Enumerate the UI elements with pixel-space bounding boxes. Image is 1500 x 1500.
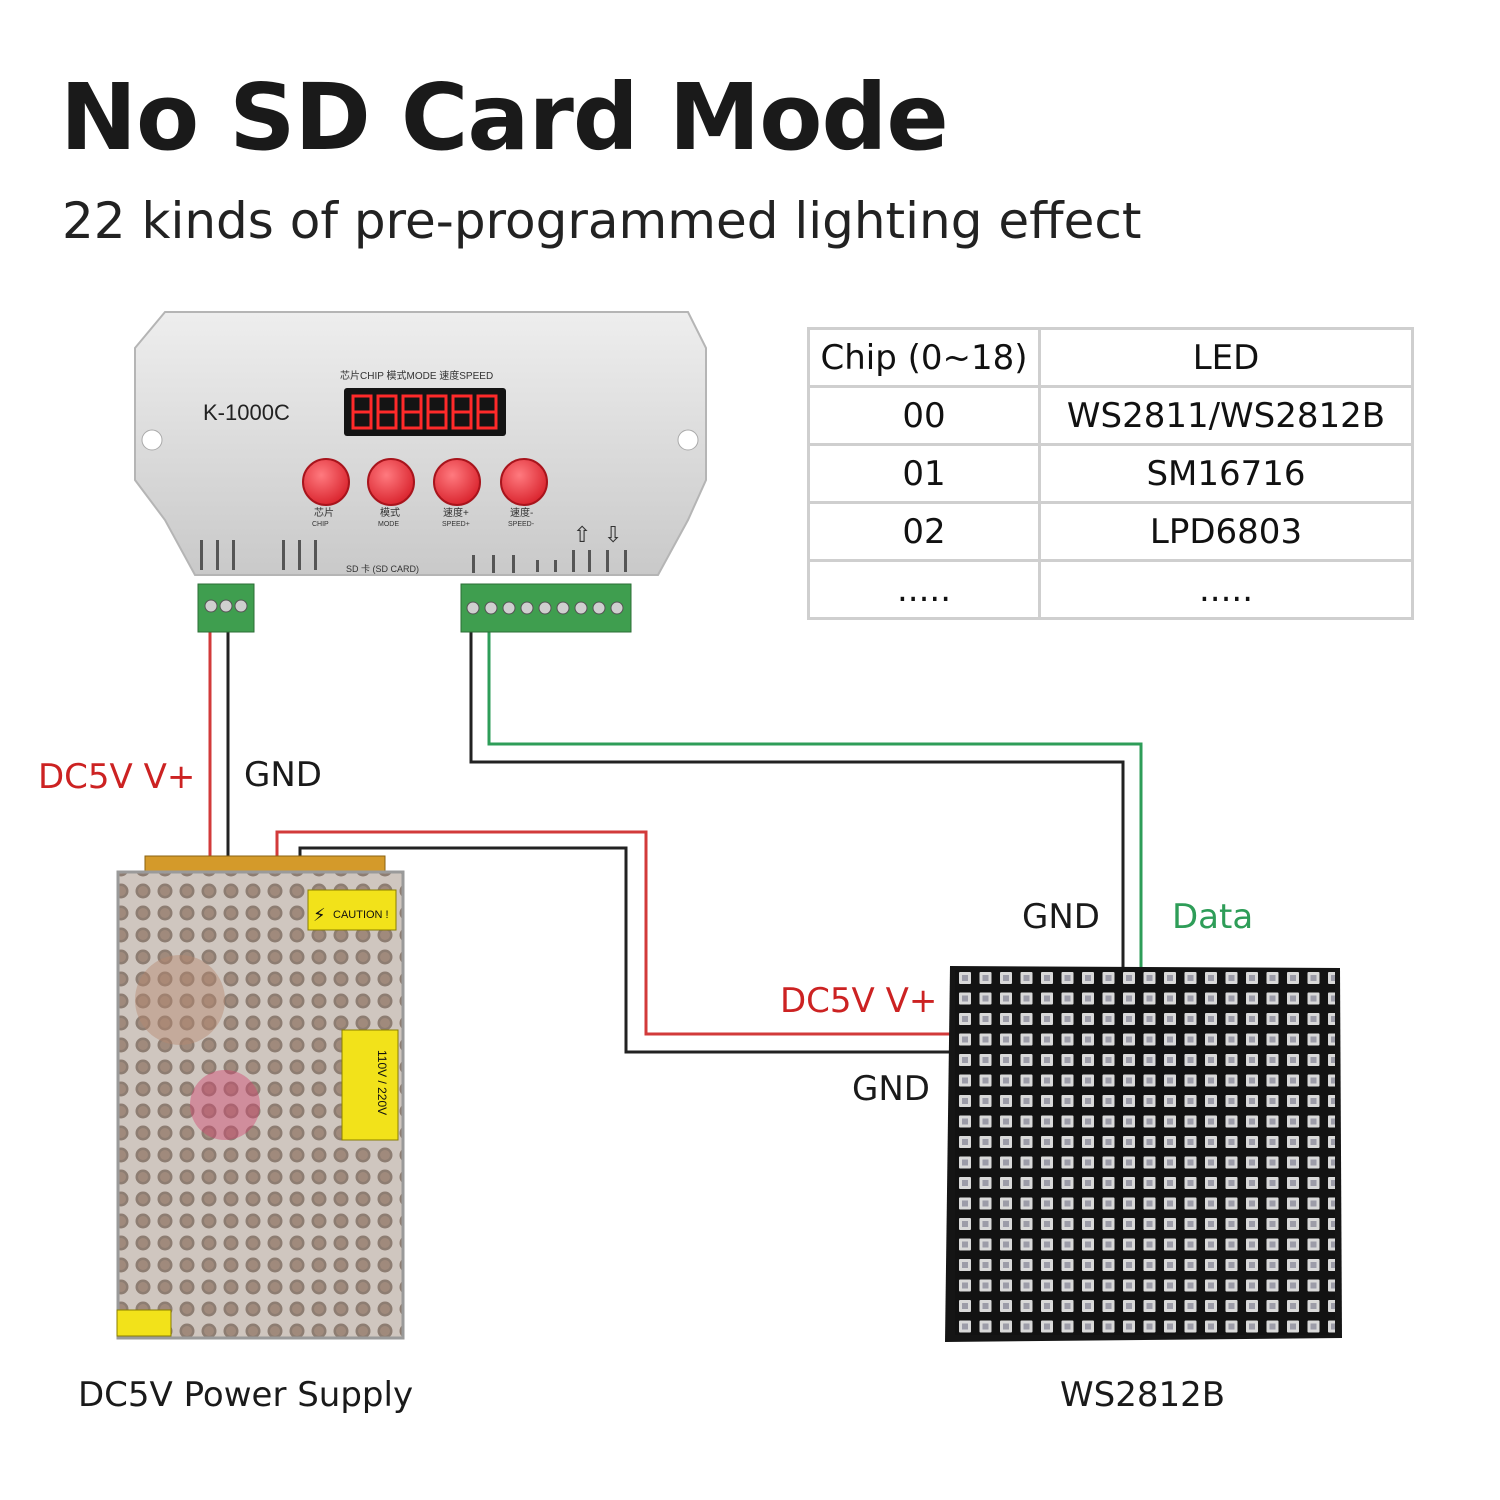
chip-button <box>302 458 350 506</box>
page-title: No SD Card Mode <box>60 64 949 171</box>
psu-gnd-label: GND <box>244 755 322 795</box>
power-terminal-block <box>197 583 255 633</box>
button-label-en: MODE <box>378 521 399 528</box>
table-header-led: LED <box>1038 327 1414 388</box>
speed-down-button <box>500 458 548 506</box>
button-label-en: CHIP <box>312 521 329 528</box>
psu-fan-area <box>135 955 225 1045</box>
speed-up-button <box>433 458 481 506</box>
table-cell-led: LPD6803 <box>1038 501 1414 562</box>
black-wire-psu-panel <box>298 846 950 1054</box>
button-label-cn: 模式 <box>380 506 400 519</box>
wires <box>208 630 1143 1054</box>
button-label-en: SPEED+ <box>442 521 470 528</box>
voltage-sticker <box>341 1029 399 1141</box>
voltage-text: 110V / 220V <box>375 1050 389 1115</box>
display-digits <box>351 394 498 430</box>
table-cell-chip: 00 <box>807 385 1041 446</box>
table-cell-led: WS2811/WS2812B <box>1038 385 1414 446</box>
caution-text: CAUTION ! <box>333 909 389 921</box>
panel-data-label: Data <box>1172 897 1254 937</box>
controller-model: K-1000C <box>203 400 290 425</box>
button-label-en: SPEED- <box>508 521 535 528</box>
controller-display-label: 芯片CHIP 模式MODE 速度SPEED <box>340 369 493 382</box>
table-header-chip: Chip (0~18) <box>807 327 1041 388</box>
port-labels <box>200 540 627 573</box>
page-subtitle: 22 kinds of pre-programmed lighting effe… <box>62 192 1142 250</box>
button-label-cn: 速度- <box>510 506 533 519</box>
psu-vplus-label: DC5V V+ <box>38 757 196 797</box>
table-row: ..... ..... <box>807 559 1414 620</box>
table-row: 01 SM16716 <box>807 443 1414 504</box>
mount-hole-icon <box>677 429 699 451</box>
panel-gnd-top-label: GND <box>1022 897 1100 937</box>
arrow-down-icon: ⇩ <box>604 523 622 548</box>
power-supply-device: CAUTION ! ⚡ 110V / 220V <box>116 855 405 1340</box>
green-wire-controller-panel-data <box>487 630 1143 970</box>
button-label-cn: 芯片 <box>314 506 334 519</box>
panel-gnd-left-label: GND <box>852 1069 930 1109</box>
led-grid <box>955 970 1335 1335</box>
button-label-cn: 速度+ <box>443 506 469 519</box>
mount-hole-icon <box>141 429 163 451</box>
black-wire-controller-panel-gnd <box>469 630 1125 970</box>
mode-button <box>367 458 415 506</box>
caution-sticker <box>307 889 397 931</box>
red-wire-psu-panel <box>275 830 950 1036</box>
sd-card-label: SD 卡 (SD CARD) <box>346 563 419 574</box>
controller-housing <box>134 311 707 576</box>
rating-sticker <box>116 1309 172 1337</box>
arrow-up-icon: ⇧ <box>573 523 591 548</box>
panel-vplus-label: DC5V V+ <box>780 981 938 1021</box>
table-cell-led: SM16716 <box>1038 443 1414 504</box>
table-cell-chip: 01 <box>807 443 1041 504</box>
table-row: 02 LPD6803 <box>807 501 1414 562</box>
chip-led-table: Chip (0~18) LED 00 WS2811/WS2812B 01 SM1… <box>807 327 1414 620</box>
table-row: 00 WS2811/WS2812B <box>807 385 1414 446</box>
power-supply-caption: DC5V Power Supply <box>78 1375 414 1415</box>
table-cell-led: ..... <box>1038 559 1414 620</box>
signal-terminal-block <box>460 583 632 633</box>
table-header-row: Chip (0~18) LED <box>807 327 1414 388</box>
led-matrix-panel <box>945 966 1342 1342</box>
psu-inner-component <box>190 1070 260 1140</box>
seven-segment-display <box>344 388 506 436</box>
table-cell-chip: ..... <box>807 559 1041 620</box>
controller-device: K-1000C 芯片CHIP 模式MODE 速度SPEED 芯片 CHIP 模式… <box>134 311 707 633</box>
panel-caption: WS2812B <box>1060 1375 1226 1415</box>
table-cell-chip: 02 <box>807 501 1041 562</box>
warning-icon: ⚡ <box>313 905 326 926</box>
